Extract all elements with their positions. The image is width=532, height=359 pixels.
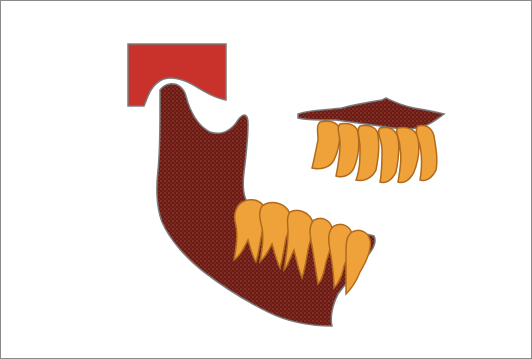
upper-teeth <box>312 121 437 182</box>
lower-canine <box>346 230 370 294</box>
upper-premolar-2 <box>379 127 399 182</box>
upper-molar-3 <box>312 121 340 168</box>
upper-canine <box>416 125 437 180</box>
upper-premolar-1 <box>397 127 419 182</box>
upper-molar-1 <box>356 125 379 180</box>
upper-molar-2 <box>336 123 359 176</box>
